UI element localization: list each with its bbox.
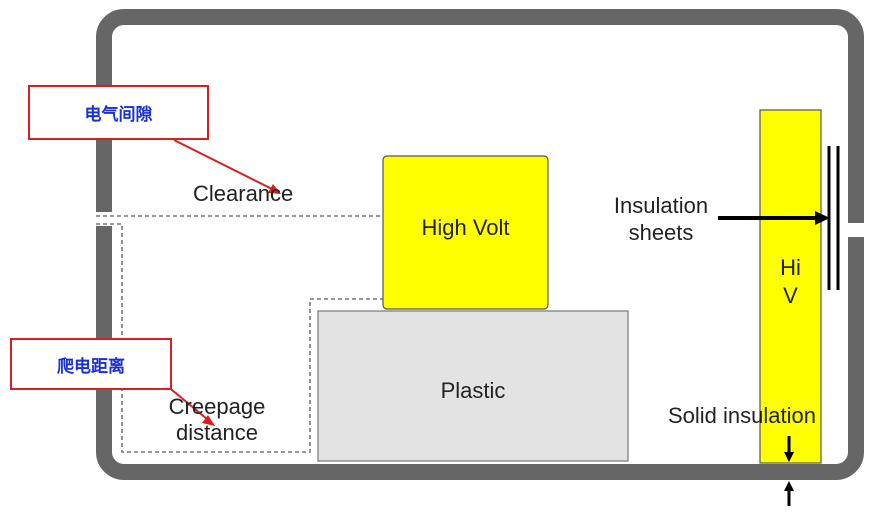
creepage-leader-head [202,415,215,426]
creepage-leader-line [165,384,208,420]
high-volt-label: High Volt [421,215,510,240]
plastic-block [317,310,629,462]
right-wall-gap [844,223,870,237]
solid-insulation-arrowhead-up [784,481,794,491]
creepage-path [96,223,383,453]
insulation-arrow-head [815,211,830,225]
insulation-label-line1: Insulation [613,193,709,218]
hiv-label-line1: Hi [780,255,801,280]
creepage-label-line1: Creepage [168,394,266,419]
creepage-label-line2: distance [176,420,258,445]
clearance-leader-line [173,139,273,190]
clearance-label: Clearance [193,181,294,206]
insulation-label-line2: sheets [628,220,694,245]
hiv-bar [759,109,822,464]
plastic-label: Plastic [440,378,506,403]
enclosure-wall [96,9,864,480]
solid-insulation-arrowhead-down [784,452,794,462]
solid-insulation-label: Solid insulation [668,403,816,428]
creepage-callout: 爬电距离 [10,338,172,390]
clearance-leader-head [268,184,281,194]
hiv-label-line2: V [783,283,798,308]
high-volt-block [382,155,549,310]
clearance-callout: 电气间隙 [28,85,209,140]
